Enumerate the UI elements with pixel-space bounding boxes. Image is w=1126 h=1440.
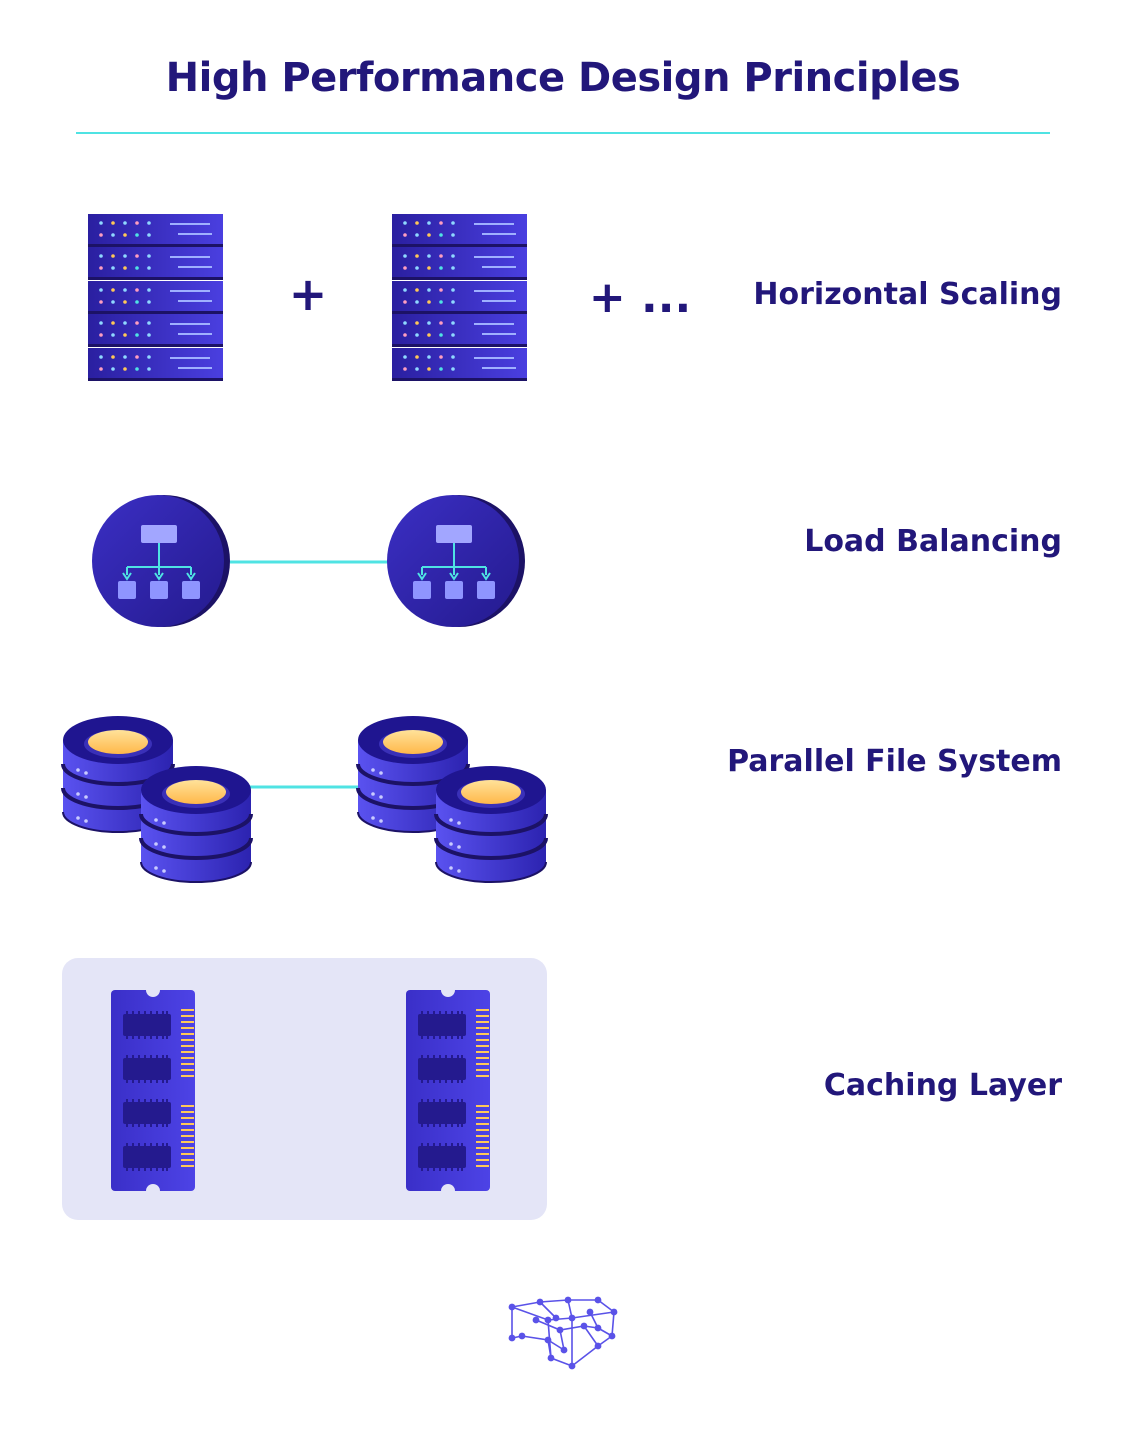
page-title: High Performance Design Principles bbox=[165, 55, 961, 101]
title-divider bbox=[76, 132, 1050, 134]
label-parallel-file-system: Parallel File System bbox=[727, 744, 1062, 779]
plus-symbol: + bbox=[289, 267, 328, 321]
server-rack-icon bbox=[88, 214, 223, 381]
storage-stack-icon bbox=[356, 714, 548, 884]
load-balancer-icon bbox=[386, 494, 526, 628]
plus-more-symbol: + ... bbox=[589, 272, 691, 323]
label-caching-layer: Caching Layer bbox=[823, 1068, 1062, 1103]
network-cube-logo-icon bbox=[511, 1299, 615, 1367]
storage-stack-icon bbox=[61, 714, 253, 884]
server-rack-icon bbox=[392, 214, 527, 381]
network-cube-logo-nodes bbox=[508, 1296, 618, 1370]
load-balancer-icon bbox=[91, 494, 231, 628]
memory-module-icon bbox=[406, 983, 490, 1198]
label-horizontal-scaling: Horizontal Scaling bbox=[753, 277, 1062, 312]
label-load-balancing: Load Balancing bbox=[804, 524, 1062, 559]
memory-module-icon bbox=[111, 983, 195, 1198]
